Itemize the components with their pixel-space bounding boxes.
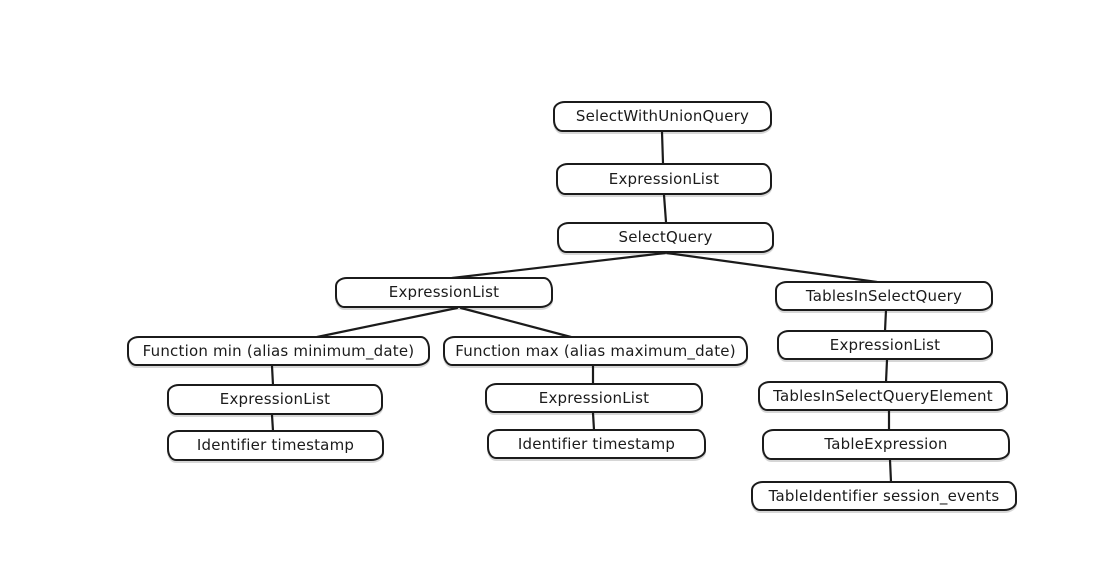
node-tables-in-select-query: TablesInSelectQuery: [775, 281, 993, 311]
node-label: ExpressionList: [538, 388, 650, 407]
node-table-identifier: TableIdentifier session_events: [751, 481, 1017, 511]
node-function-max: Function max (alias maximum_date): [443, 336, 748, 366]
edge-selectquery-to-tablesinselectquery: [665, 251, 879, 284]
edge-expressionlist-to-identifier-min: [270, 413, 275, 433]
node-label: ExpressionList: [608, 169, 720, 188]
node-label: Identifier timestamp: [517, 434, 676, 453]
edge-expressionlist-to-functionmax: [459, 306, 573, 339]
node-label: TableExpression: [824, 435, 948, 453]
node-label: Function max (alias maximum_date): [455, 341, 736, 360]
edge-root-to-expressionlist: [660, 130, 665, 165]
edge-tableexpression-to-tableidentifier: [888, 458, 893, 484]
node-expression-list-min: ExpressionList: [167, 384, 383, 415]
node-identifier-timestamp-min: Identifier timestamp: [167, 430, 384, 461]
edge-expressionlist-to-identifier-max: [591, 411, 596, 432]
edge-tablesinselectquery-to-expressionlist: [883, 308, 888, 333]
node-select-with-union-query: SelectWithUnionQuery: [553, 101, 772, 132]
node-expression-list-select: ExpressionList: [335, 277, 553, 308]
node-label: ExpressionList: [219, 390, 331, 408]
node-label: Function min (alias minimum_date): [142, 341, 415, 360]
node-label: Identifier timestamp: [196, 436, 355, 454]
edge-expressionlist-to-functionmin: [315, 306, 459, 339]
node-label: TablesInSelectQueryElement: [773, 386, 993, 405]
node-label: ExpressionList: [829, 335, 941, 354]
node-function-min: Function min (alias minimum_date): [127, 336, 430, 366]
node-label: SelectQuery: [618, 228, 713, 246]
node-label: ExpressionList: [388, 283, 500, 301]
node-table-expression: TableExpression: [762, 429, 1010, 460]
edge-expressionlist-to-element: [884, 358, 889, 384]
edge-functionmin-to-expressionlist: [270, 364, 275, 387]
node-identifier-timestamp-max: Identifier timestamp: [487, 429, 706, 459]
node-expression-list-root: ExpressionList: [556, 163, 772, 195]
node-label: SelectWithUnionQuery: [575, 107, 750, 125]
edge-expressionlist-to-selectquery: [662, 193, 668, 224]
node-expression-list-tables: ExpressionList: [777, 330, 993, 360]
edge-selectquery-to-expressionlist: [450, 251, 667, 280]
node-tables-in-select-query-element: TablesInSelectQueryElement: [758, 381, 1008, 411]
node-label: TablesInSelectQuery: [805, 286, 963, 305]
node-label: TableIdentifier session_events: [768, 486, 1000, 505]
node-expression-list-max: ExpressionList: [485, 383, 703, 413]
node-select-query: SelectQuery: [557, 222, 774, 253]
